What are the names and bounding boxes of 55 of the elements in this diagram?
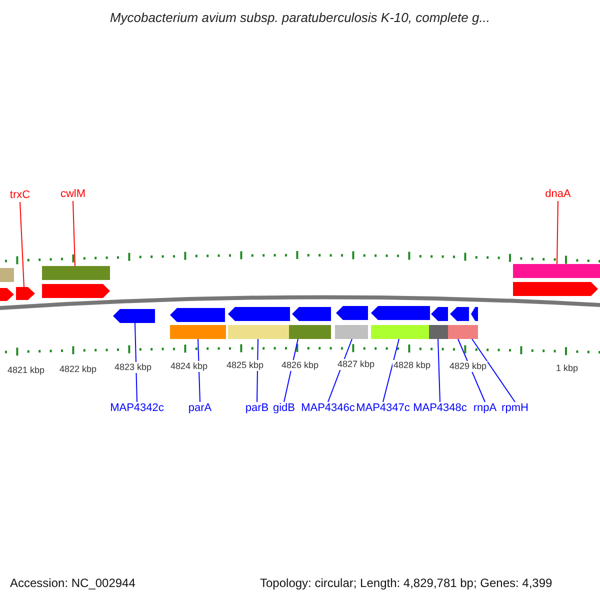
coding-sequence-block xyxy=(228,307,290,321)
gene-label: cwlM xyxy=(60,188,86,201)
gene-label: MAP4342c xyxy=(110,402,164,415)
gene-block xyxy=(448,325,469,339)
tick-label: 4828 kbp xyxy=(392,360,432,371)
gene-block xyxy=(469,325,478,339)
gene-block xyxy=(170,325,226,339)
leader-line xyxy=(472,338,516,402)
leader-line xyxy=(72,200,76,266)
gene-label: MAP4348c xyxy=(413,402,467,415)
gene-block xyxy=(228,325,289,339)
leader-line xyxy=(134,322,138,402)
gene-label: MAP4346c xyxy=(301,402,355,415)
gene-label: trxC xyxy=(10,189,30,202)
genome-summary-text: Topology: circular; Length: 4,829,781 bp; Genes: 4,399 xyxy=(260,576,552,590)
tick-label: 4822 kbp xyxy=(58,364,98,375)
tick-label: 4821 kbp xyxy=(6,365,46,376)
gene-block xyxy=(371,325,429,339)
gene-label: parA xyxy=(188,402,212,415)
coding-sequence-block xyxy=(0,288,14,301)
coding-sequence-block xyxy=(450,307,469,321)
gene-block xyxy=(429,325,448,339)
tick-label: 4829 kbp xyxy=(448,361,488,372)
coding-sequence-block xyxy=(170,308,225,322)
gene-label: gidB xyxy=(272,402,296,415)
leader-line xyxy=(438,338,440,402)
gene-label: rnpA xyxy=(473,402,497,415)
gene-label: parB xyxy=(245,402,269,415)
coding-sequence-block xyxy=(113,309,155,323)
tick-label: 4823 kbp xyxy=(113,362,153,373)
tick-label: 4824 kbp xyxy=(169,361,209,372)
coding-sequence-block xyxy=(42,284,110,298)
gene-block xyxy=(289,325,331,339)
coding-sequence-block xyxy=(16,287,35,300)
tick-label: 4826 kbp xyxy=(280,360,320,371)
tick-label: 4825 kbp xyxy=(225,360,265,371)
gene-label: MAP4347c xyxy=(356,402,410,415)
coding-sequence-block xyxy=(513,282,598,296)
gene-label: dnaA xyxy=(545,188,571,201)
coding-sequence-block xyxy=(471,307,478,321)
tick-label: 4827 kbp xyxy=(336,359,376,370)
leader-line xyxy=(556,200,558,264)
leader-line xyxy=(382,338,400,402)
tick-label: 1 kbp xyxy=(554,363,580,374)
coding-sequence-block xyxy=(431,307,448,321)
coding-sequence-block xyxy=(292,307,331,321)
chart-title: Mycobacterium avium subsp. paratuberculosis K-10, complete g... xyxy=(110,10,490,25)
gene-block xyxy=(335,325,368,339)
gene-block xyxy=(513,264,600,278)
leader-line xyxy=(20,202,24,288)
gene-block xyxy=(42,266,110,280)
gene-block xyxy=(0,268,14,282)
coding-sequence-block xyxy=(336,306,368,320)
gene-label: rpmH xyxy=(502,402,528,415)
accession-text: Accession: NC_002944 xyxy=(10,576,136,590)
